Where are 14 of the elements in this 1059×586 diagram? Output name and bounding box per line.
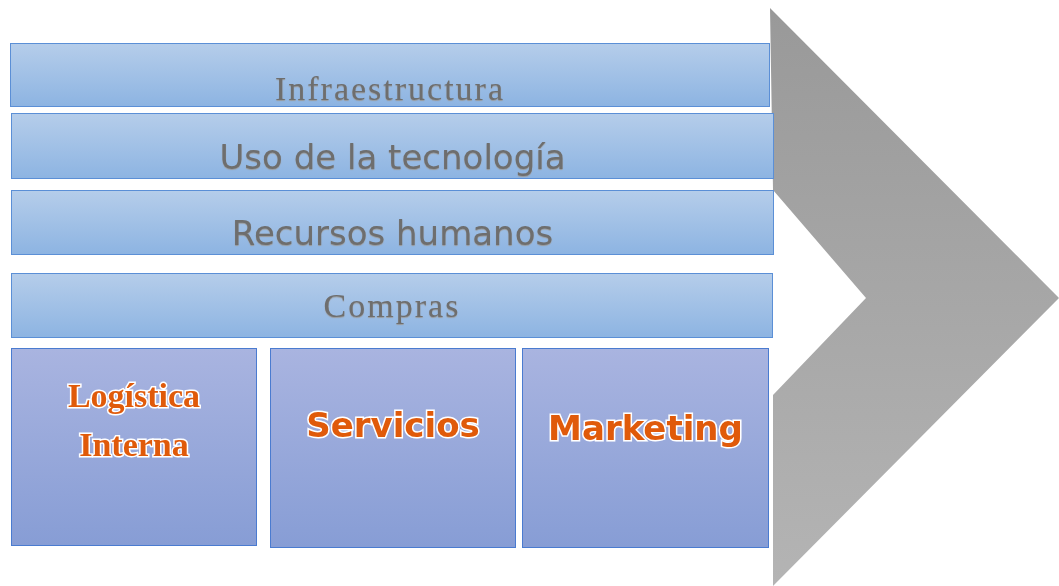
activity-label: Logística Interna <box>66 376 202 466</box>
support-activity-band <box>11 190 774 255</box>
activity-label: Servicios <box>306 404 480 447</box>
activity-label: Recursos humanos <box>231 216 554 250</box>
activity-label: Infraestructura <box>274 72 506 106</box>
activity-label: Uso de la tecnología <box>219 140 566 174</box>
activity-label: Compras <box>323 289 461 323</box>
support-activity-band <box>11 113 774 179</box>
primary-activity-box <box>11 348 257 546</box>
primary-activity-box <box>522 348 769 548</box>
activity-label: Marketing <box>548 407 743 450</box>
support-activity-band <box>10 43 770 107</box>
support-activity-band <box>11 273 773 338</box>
primary-activity-box <box>270 348 516 548</box>
